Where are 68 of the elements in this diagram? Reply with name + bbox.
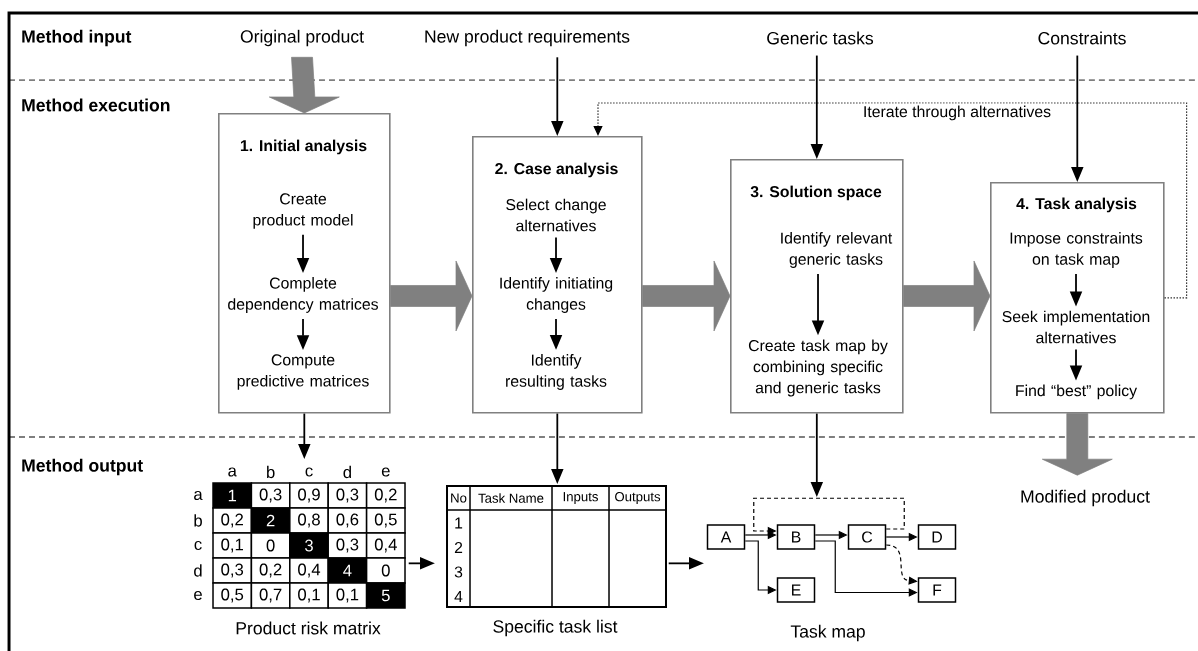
column-header: Outputs (615, 492, 661, 504)
matrix-cell: 0,7 (250, 582, 291, 609)
matrix-cell: 0,3 (327, 482, 368, 509)
matrix-cell: 0,3 (212, 557, 253, 584)
column-header: No (451, 493, 467, 503)
task-box: D (917, 524, 957, 550)
edge-label: Iterate through alternatives (861, 103, 1053, 123)
column-header: Inputs (563, 492, 598, 504)
input-label: New product requirements (425, 29, 630, 47)
block-arrow (390, 260, 473, 332)
row-number: 2 (454, 541, 463, 553)
task-box: E (776, 577, 816, 603)
task-box: C (847, 524, 887, 550)
row-number: 3 (454, 566, 463, 578)
matrix-cell: 3 (289, 532, 329, 559)
matrix-cell: 0,3 (327, 532, 368, 559)
input-label: Generic tasks (767, 31, 874, 45)
matrix-cell: 0,1 (289, 582, 329, 609)
step-text: Select change alternatives (506, 198, 606, 232)
matrix-cell: 0,1 (327, 582, 368, 609)
row-number: 4 (454, 591, 463, 602)
matrix-cell: 0,4 (289, 557, 329, 584)
step-text: Seek implementation alternatives (1002, 310, 1150, 344)
matrix-cell: 2 (250, 507, 291, 534)
block-arrow (642, 260, 731, 332)
block-arrow (1041, 413, 1113, 476)
input-label: Original product (240, 29, 364, 47)
matrix-cell: 0,5 (212, 582, 253, 609)
step-text: Compute predictive matrices (237, 354, 369, 390)
step-text: Identify relevant generic tasks (781, 232, 893, 268)
matrix-cell: 0,6 (327, 507, 368, 534)
matrix-cell: 0,3 (250, 482, 291, 509)
section-heading: Method input (22, 29, 132, 47)
step-text: Create task map by combining specific and generic tasks (748, 339, 888, 397)
title: Specific task list (493, 619, 618, 637)
step-text: Identify initiating changes (500, 277, 613, 313)
step-text: Impose constraints on task map (1010, 232, 1143, 268)
matrix-cell: 4 (327, 557, 368, 584)
matrix-cell: 0 (250, 532, 291, 559)
output-label: Modified product (1021, 489, 1150, 507)
column-header: Task Name (478, 493, 544, 503)
task-box: B (776, 524, 816, 550)
input-label: Constraints (1038, 31, 1126, 45)
step-text: Complete dependency matrices (228, 277, 378, 313)
feedback-arrow (593, 102, 1188, 299)
matrix-cell: 0,4 (365, 532, 406, 559)
task-box: F (917, 577, 957, 603)
matrix-cell: 1 (212, 482, 253, 509)
section-heading: Method output (22, 458, 143, 476)
matrix-cell: 0 (365, 557, 406, 584)
matrix-cell: 0,5 (365, 507, 406, 534)
matrix-cell: 0,1 (212, 532, 253, 559)
matrix-cell: 0,9 (289, 482, 329, 509)
step-text: Identify resulting tasks (506, 354, 607, 390)
section-heading: Method execution (22, 98, 170, 112)
row-number: 1 (455, 517, 463, 529)
matrix-cell: 5 (365, 582, 406, 609)
step-text: Find “best” policy (1016, 384, 1138, 400)
block-arrow (268, 56, 340, 114)
title: Product risk matrix (236, 621, 381, 635)
matrix-cell: 0,8 (289, 507, 329, 534)
task-box: A (706, 524, 746, 550)
matrix-cell: 0,2 (365, 482, 406, 509)
matrix-cell: 0,2 (212, 507, 253, 534)
step-text: Create product model (253, 193, 353, 229)
matrix-cell: 0,2 (250, 557, 291, 584)
block-arrow (903, 260, 991, 332)
title: Task map (790, 624, 865, 642)
